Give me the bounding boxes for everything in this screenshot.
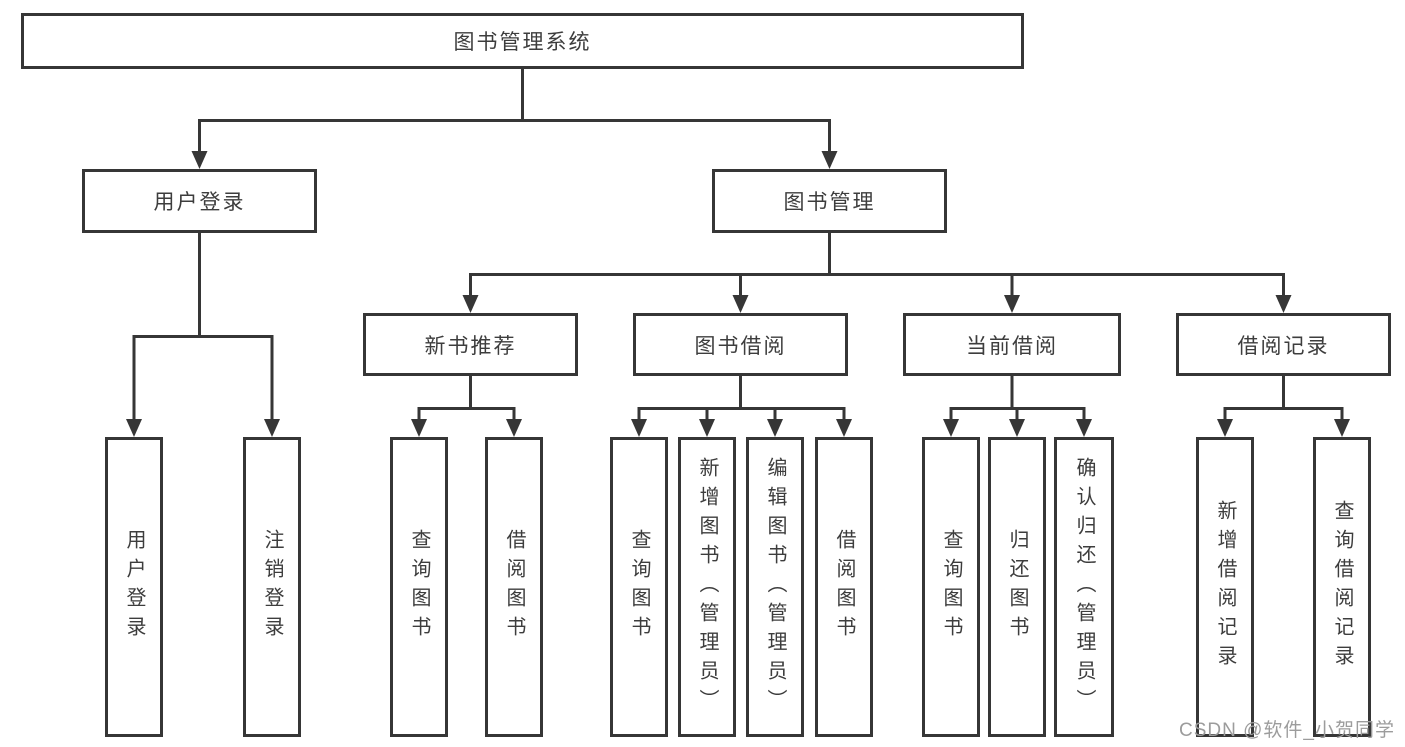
arrowhead (264, 419, 280, 437)
arrowhead (836, 419, 852, 437)
node-label: 查询图书 (408, 529, 430, 645)
arrowhead (1076, 419, 1092, 437)
arrowhead (1334, 419, 1350, 437)
node-label: 当前借阅 (966, 334, 1058, 358)
leaf-query-books-borrow: 查询图书 (610, 437, 668, 737)
leaf-add-borrow-record: 新增借阅记录 (1196, 437, 1254, 737)
arrowhead (943, 419, 959, 437)
arrowhead (462, 295, 479, 313)
node-library-system: 图书管理系统 (21, 13, 1024, 69)
leaf-query-books-recommend: 查询图书 (390, 437, 448, 737)
node-label: 借阅图书 (503, 529, 525, 645)
leaf-borrow-books: 借阅图书 (815, 437, 873, 737)
arrowhead (767, 419, 783, 437)
node-label: 查询图书 (628, 529, 650, 645)
connector-book-borrow-children (631, 376, 852, 437)
leaf-query-borrow-record: 查询借阅记录 (1313, 437, 1371, 737)
node-label: 借阅图书 (833, 529, 855, 645)
node-label: 新增借阅记录 (1214, 500, 1236, 674)
node-label: 借阅记录 (1237, 334, 1330, 358)
arrowhead (1217, 419, 1233, 437)
node-label: 归还图书 (1006, 529, 1028, 645)
node-current-borrow: 当前借阅 (903, 313, 1121, 376)
arrowhead (506, 419, 522, 437)
node-label: 查询借阅记录 (1331, 500, 1353, 674)
node-label: 编辑图书（管理员） (764, 456, 786, 718)
leaf-borrow-books-recommend: 借阅图书 (485, 437, 543, 737)
arrowhead (821, 151, 838, 169)
arrowhead (411, 419, 427, 437)
node-label: 图书借阅 (694, 334, 787, 358)
connector-user-login-children (126, 233, 280, 437)
leaf-query-books-current: 查询图书 (922, 437, 980, 737)
node-book-borrow: 图书借阅 (633, 313, 848, 376)
connector-new-book-children (411, 376, 522, 437)
node-borrow-records: 借阅记录 (1176, 313, 1391, 376)
leaf-edit-book-admin: 编辑图书（管理员） (746, 437, 804, 737)
arrowhead (732, 295, 749, 313)
arrowhead (1004, 295, 1020, 313)
node-label: 新增图书（管理员） (696, 456, 718, 718)
connector-current-borrow-children (943, 376, 1092, 437)
connector-borrow-record-children (1217, 376, 1350, 437)
node-book-management: 图书管理 (712, 169, 947, 233)
node-label: 用户登录 (123, 529, 145, 645)
arrowhead (126, 419, 142, 437)
arrowhead (699, 419, 715, 437)
node-label: 确认归还（管理员） (1073, 456, 1095, 718)
leaf-user-login: 用户登录 (105, 437, 163, 737)
node-label: 图书管理系统 (453, 31, 592, 54)
node-label: 查询图书 (940, 529, 962, 645)
arrowhead (1009, 419, 1025, 437)
arrowhead (191, 151, 208, 169)
arrowhead (631, 419, 647, 437)
leaf-add-book-admin: 新增图书（管理员） (678, 437, 736, 737)
node-label: 图书管理 (783, 191, 876, 214)
node-label: 注销登录 (261, 529, 283, 645)
leaf-confirm-return-admin: 确认归还（管理员） (1054, 437, 1114, 737)
connector-root-to-level1 (191, 69, 838, 169)
leaf-return-book: 归还图书 (988, 437, 1046, 737)
node-label: 新书推荐 (424, 334, 517, 358)
node-user-login: 用户登录 (82, 169, 317, 233)
node-new-book-recommend: 新书推荐 (363, 313, 578, 376)
node-label: 用户登录 (153, 191, 246, 214)
connector-book-management-children (462, 233, 1292, 313)
watermark: CSDN @软件_小贺同学 (1179, 720, 1395, 741)
leaf-logout: 注销登录 (243, 437, 301, 737)
arrowhead (1275, 295, 1292, 313)
